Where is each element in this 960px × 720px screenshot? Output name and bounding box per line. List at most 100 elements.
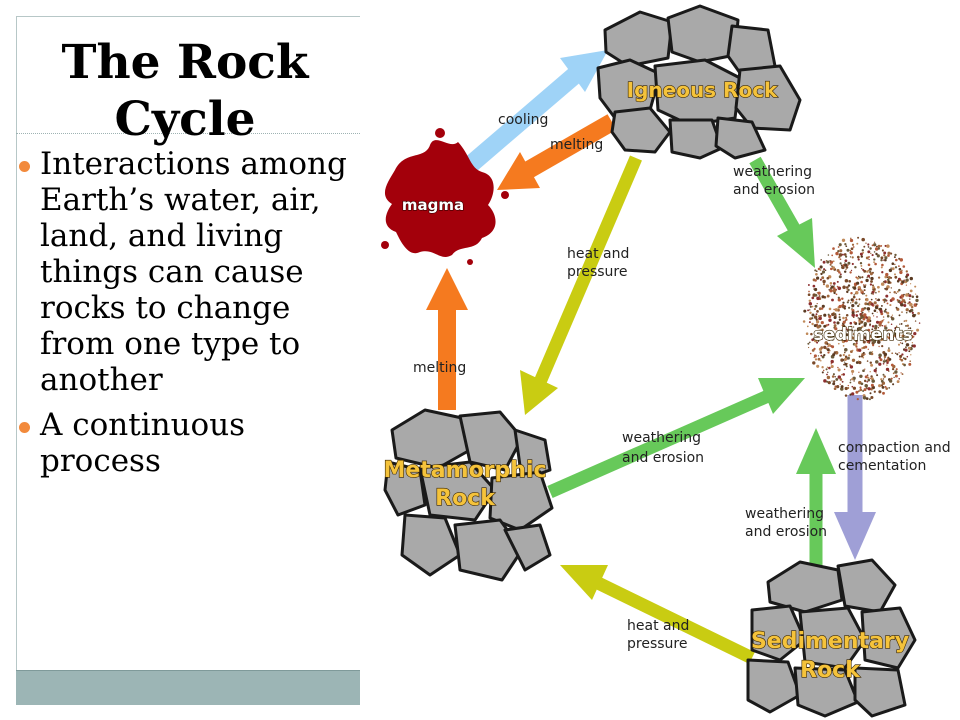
arrow-weathering-bottom-head <box>796 428 836 474</box>
sediment-grain <box>903 279 905 281</box>
sediment-grain <box>811 317 814 320</box>
sediment-grain <box>814 358 818 361</box>
sediment-grain <box>911 311 914 314</box>
sediment-grain <box>820 320 824 325</box>
sediment-grain <box>811 322 814 326</box>
sediment-grain <box>856 281 860 285</box>
sediment-grain <box>864 329 868 333</box>
sediment-grain <box>805 332 809 335</box>
sediment-grain <box>837 375 842 379</box>
sediment-grain <box>898 314 901 317</box>
sediment-grain <box>855 311 858 313</box>
magma-droplet <box>381 241 389 249</box>
sediment-grain <box>848 279 852 283</box>
sediment-grain <box>833 321 836 324</box>
sediment-grain <box>807 284 810 286</box>
rock-cycle-diagram: magma sediments Igneous Rock <box>381 4 951 718</box>
sediment-grain <box>901 311 903 313</box>
sediment-grain <box>832 353 836 357</box>
sediment-grain <box>871 325 875 328</box>
sediment-grain <box>862 396 867 400</box>
sediment-grain <box>873 241 876 243</box>
arrow-weathering-middle-head <box>758 378 805 414</box>
sediment-grain <box>845 316 848 319</box>
sediment-grain <box>851 307 853 309</box>
sediment-grain <box>845 268 847 271</box>
sediment-grain <box>847 356 850 360</box>
sediment-grain <box>852 295 856 299</box>
sediment-grain <box>861 267 863 270</box>
label-weathering-bottom-2: and erosion <box>745 524 827 540</box>
sediment-grain <box>858 348 862 352</box>
sediment-grain <box>812 284 816 288</box>
sediment-grain <box>821 276 825 280</box>
sediment-grain <box>838 271 841 274</box>
sediment-grain <box>892 372 895 375</box>
sediment-grain <box>862 351 865 354</box>
sediment-grain <box>880 266 883 269</box>
sediment-grain <box>911 330 914 332</box>
sediment-grain <box>869 323 872 326</box>
metamorphic-rock-label-line1: Metamorphic <box>383 458 546 483</box>
sediment-grain <box>908 362 912 366</box>
sediment-grain <box>836 268 840 273</box>
sediment-grain <box>894 258 898 262</box>
sediment-grain <box>893 335 896 337</box>
sediment-grain <box>900 372 902 374</box>
sediment-grain <box>891 367 895 371</box>
sediment-grain <box>879 339 881 341</box>
sediment-grain <box>862 284 865 286</box>
sediment-grain <box>915 295 919 298</box>
sediment-grain <box>803 309 807 313</box>
sediment-grain <box>905 324 907 327</box>
sediment-grain <box>816 325 820 329</box>
sediment-grain <box>871 351 874 353</box>
sediment-grain <box>844 394 848 397</box>
arrow-heat-pressure-middle-head <box>520 370 558 415</box>
sediment-grain <box>870 252 872 255</box>
footer-band <box>16 670 360 705</box>
sediment-grain <box>885 324 887 326</box>
sediment-grain <box>879 309 883 314</box>
sediment-grain <box>857 236 860 239</box>
sediment-grain <box>910 354 912 356</box>
sediment-grain <box>870 276 874 281</box>
sediment-grain <box>893 332 898 337</box>
sediment-grain <box>891 297 895 301</box>
sediment-grain <box>856 347 858 350</box>
sediment-grain <box>822 283 826 286</box>
sediment-grain <box>816 296 820 301</box>
sediment-grain <box>881 263 884 267</box>
sediment-grain <box>847 384 849 387</box>
arrow-heat-pressure-middle <box>520 155 642 415</box>
magma-node: magma <box>381 128 509 265</box>
sediment-grain <box>877 333 881 338</box>
title-divider <box>16 133 360 134</box>
sediment-grain <box>902 265 906 268</box>
sediment-grain <box>878 390 882 394</box>
sediment-grain <box>847 288 850 292</box>
sediment-grain <box>846 264 849 267</box>
sediment-grain <box>908 301 911 304</box>
sediment-grain <box>832 282 836 285</box>
sediment-grain <box>896 380 900 384</box>
sediment-grain <box>886 364 888 366</box>
sediment-grain <box>898 265 900 267</box>
sediments-label: sediments <box>813 325 912 345</box>
sedimentary-rock-pile-icon <box>746 558 917 718</box>
sediment-grain <box>908 294 912 298</box>
sediment-grain <box>909 360 911 363</box>
sediment-grain <box>896 299 899 301</box>
sediment-grain <box>854 329 857 332</box>
sediment-grain <box>844 243 847 246</box>
arrow-melting-top-head <box>497 152 540 190</box>
sediment-grain <box>852 246 855 248</box>
label-weathering-bottom-1: weathering <box>745 506 824 522</box>
sediment-grain <box>844 362 848 366</box>
bullet-text: Interactions among Earth’s water, air, l… <box>40 146 347 398</box>
sediment-grain <box>891 267 895 271</box>
sediment-grain <box>838 313 841 316</box>
sediment-grain <box>866 374 869 377</box>
sediment-grain <box>865 387 868 389</box>
sediment-grain <box>882 373 885 376</box>
